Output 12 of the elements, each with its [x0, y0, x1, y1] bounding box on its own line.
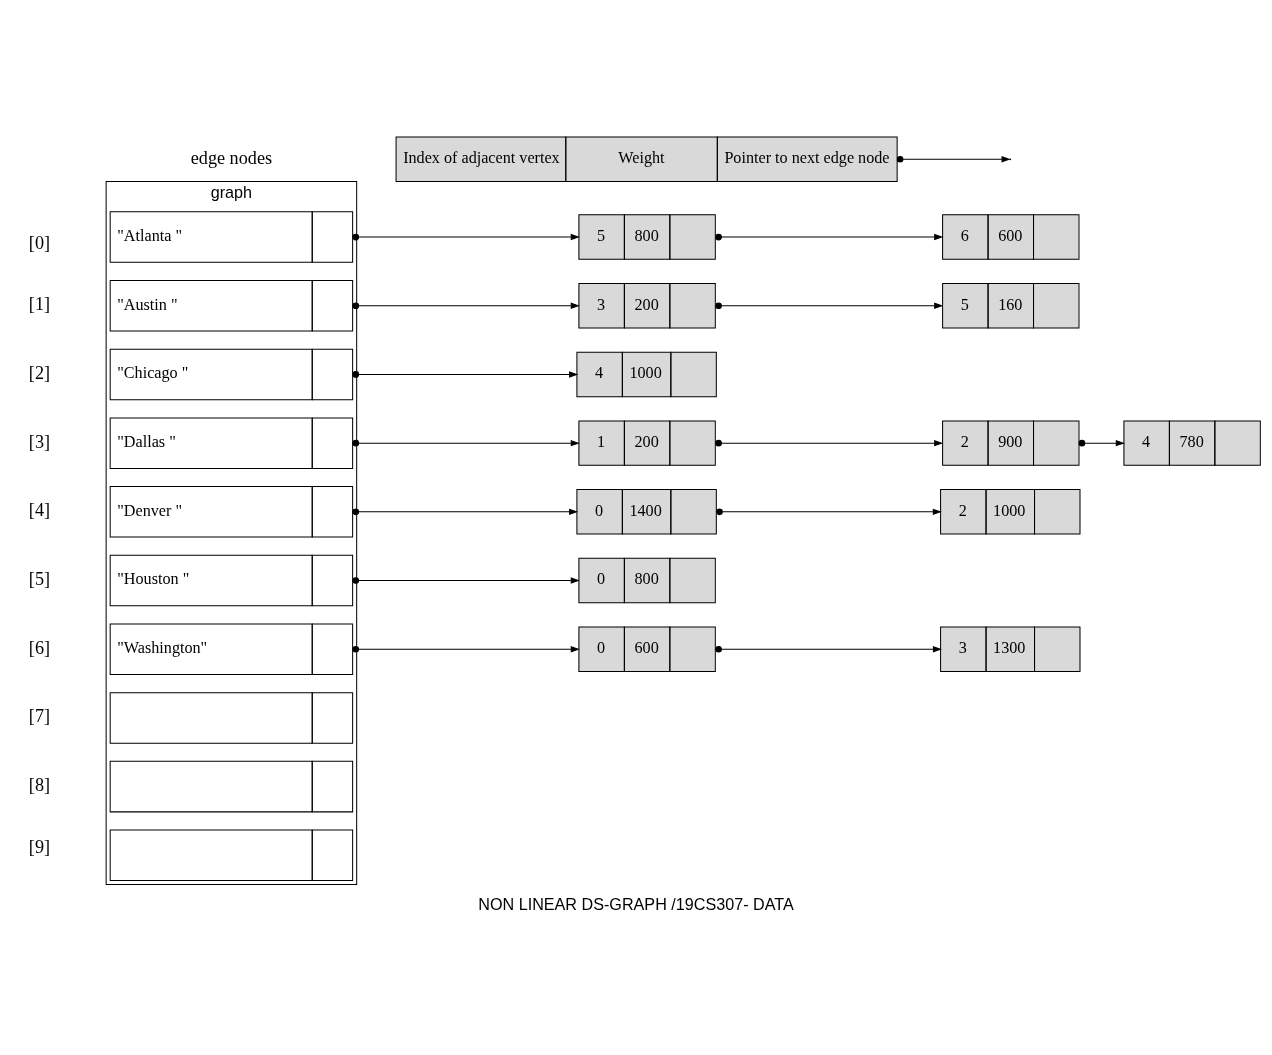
label: [3] [28, 431, 51, 452]
label: [0] [28, 232, 51, 253]
label: [1] [28, 293, 51, 314]
label: [5] [28, 568, 51, 589]
label: [4] [28, 499, 51, 520]
label: [6] [28, 637, 51, 658]
label: [2] [28, 362, 51, 383]
label: [7] [28, 705, 51, 726]
label: [9] [28, 836, 51, 857]
caption: NON LINEAR DS-GRAPH /19CS307- DATA [478, 894, 794, 913]
label: edge nodes [190, 147, 273, 168]
label: [8] [28, 774, 51, 795]
